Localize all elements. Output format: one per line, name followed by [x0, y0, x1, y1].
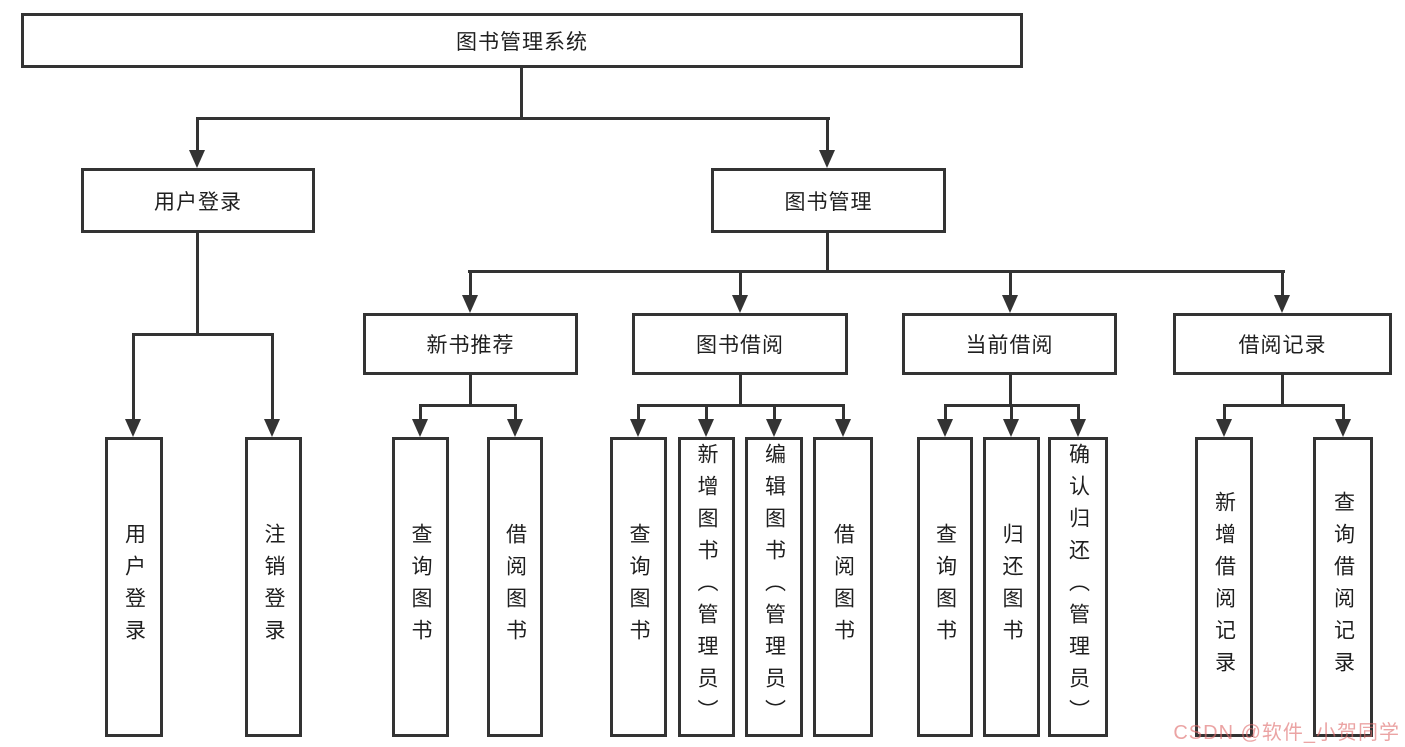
connector-drop: [842, 404, 845, 421]
connector-groupA-trunk: [469, 375, 472, 407]
connector-groupD-trunk: [1281, 375, 1284, 407]
leaf-user-login: 用户登录: [105, 437, 163, 737]
connector-drop: [773, 404, 776, 421]
connector-drop: [1010, 404, 1013, 421]
node-library-system-label: 图书管理系统: [456, 30, 588, 54]
arrowhead-down-icon: [1003, 419, 1019, 437]
node-borrow-records: 借阅记录: [1173, 313, 1392, 375]
connector-drop-leaf-login: [132, 333, 135, 420]
connector-drop-current-borrow: [1009, 270, 1012, 296]
leaf-label: 注销登录: [262, 523, 285, 651]
node-book-management-label: 图书管理: [784, 190, 873, 214]
arrowhead-down-icon: [937, 419, 953, 437]
node-new-book-recommend-label: 新书推荐: [426, 334, 515, 357]
leaf-label: 查询借阅记录: [1331, 491, 1355, 683]
arrowhead-down-icon: [264, 419, 280, 437]
leaf-label: 借阅图书: [503, 523, 527, 651]
node-book-management: 图书管理: [711, 168, 946, 233]
leaf-label: 确认归还（管理员）: [1066, 443, 1090, 731]
leaf-borrow-books: 借阅图书: [813, 437, 873, 737]
leaf-label: 编辑图书（管理员）: [762, 443, 786, 731]
leaf-return-books: 归还图书: [983, 437, 1040, 737]
connector-groupC-trunk: [1009, 375, 1012, 407]
leaf-edit-books-admin: 编辑图书（管理员）: [745, 437, 803, 737]
arrowhead-down-icon: [766, 419, 782, 437]
arrowhead-down-icon: [630, 419, 646, 437]
node-user-login-label: 用户登录: [154, 190, 242, 214]
arrowhead-down-icon: [835, 419, 851, 437]
connector-drop: [1223, 404, 1226, 421]
node-library-system: 图书管理系统: [21, 13, 1023, 68]
arrowhead-down-icon: [189, 150, 205, 168]
connector-drop: [1342, 404, 1345, 421]
connector-drop: [637, 404, 640, 421]
connector-drop-borrow-records: [1281, 270, 1284, 296]
leaf-label: 借阅图书: [831, 523, 855, 651]
connector-drop: [419, 404, 422, 421]
node-current-borrow-label: 当前借阅: [965, 334, 1054, 357]
arrowhead-down-icon: [412, 419, 428, 437]
leaf-add-books-admin: 新增图书（管理员）: [678, 437, 735, 737]
arrowhead-down-icon: [1216, 419, 1232, 437]
leaf-add-borrow-record: 新增借阅记录: [1195, 437, 1253, 737]
leaf-borrow-books-recommend: 借阅图书: [487, 437, 543, 737]
leaf-label: 查询图书: [627, 523, 650, 651]
leaf-label: 归还图书: [1000, 523, 1023, 651]
connector-drop: [514, 404, 517, 421]
connector-drop-leaf-logout: [271, 333, 274, 420]
node-new-book-recommend: 新书推荐: [363, 313, 578, 375]
arrowhead-down-icon: [1070, 419, 1086, 437]
node-current-borrow: 当前借阅: [902, 313, 1117, 375]
connector-drop-book-management: [826, 117, 829, 151]
arrowhead-down-icon: [507, 419, 523, 437]
connector-drop: [944, 404, 947, 421]
node-borrow-records-label: 借阅记录: [1238, 334, 1327, 357]
connector-drop-new-book: [469, 270, 472, 296]
leaf-logout: 注销登录: [245, 437, 302, 737]
node-book-borrow: 图书借阅: [632, 313, 848, 375]
leaf-query-books-borrow: 查询图书: [610, 437, 667, 737]
arrowhead-down-icon: [819, 150, 835, 168]
leaf-confirm-return-admin: 确认归还（管理员）: [1048, 437, 1108, 737]
arrowhead-down-icon: [698, 419, 714, 437]
leaf-query-borrow-record: 查询借阅记录: [1313, 437, 1373, 737]
arrowhead-down-icon: [1274, 295, 1290, 313]
connector-groupD-bar: [1223, 404, 1345, 407]
connector-drop: [705, 404, 708, 421]
leaf-label: 用户登录: [122, 523, 146, 651]
connector-level1-bar: [196, 117, 830, 120]
node-book-borrow-label: 图书借阅: [696, 334, 784, 357]
leaf-label: 新增图书（管理员）: [695, 443, 718, 731]
arrowhead-down-icon: [732, 295, 748, 313]
connector-groupB-bar: [637, 404, 845, 407]
connector-book-management-trunk: [826, 233, 829, 273]
connector-drop-book-borrow: [739, 270, 742, 296]
arrowhead-down-icon: [125, 419, 141, 437]
arrowhead-down-icon: [462, 295, 478, 313]
leaf-label: 查询图书: [933, 523, 957, 651]
arrowhead-down-icon: [1002, 295, 1018, 313]
node-user-login: 用户登录: [81, 168, 315, 233]
connector-drop: [1077, 404, 1080, 421]
connector-user-login-trunk: [196, 233, 199, 334]
connector-user-login-bar: [132, 333, 274, 336]
csdn-watermark: CSDN @软件_小贺同学: [1173, 722, 1400, 744]
connector-groupA-bar: [419, 404, 517, 407]
arrowhead-down-icon: [1335, 419, 1351, 437]
leaf-query-books-recommend: 查询图书: [392, 437, 449, 737]
connector-level2-bar: [468, 270, 1285, 273]
leaf-label: 查询图书: [409, 523, 432, 651]
leaf-label: 新增借阅记录: [1212, 491, 1236, 683]
connector-root-trunk: [520, 68, 523, 118]
connector-groupB-trunk: [739, 375, 742, 407]
leaf-query-books-current: 查询图书: [917, 437, 973, 737]
connector-drop-user-login: [196, 117, 199, 151]
